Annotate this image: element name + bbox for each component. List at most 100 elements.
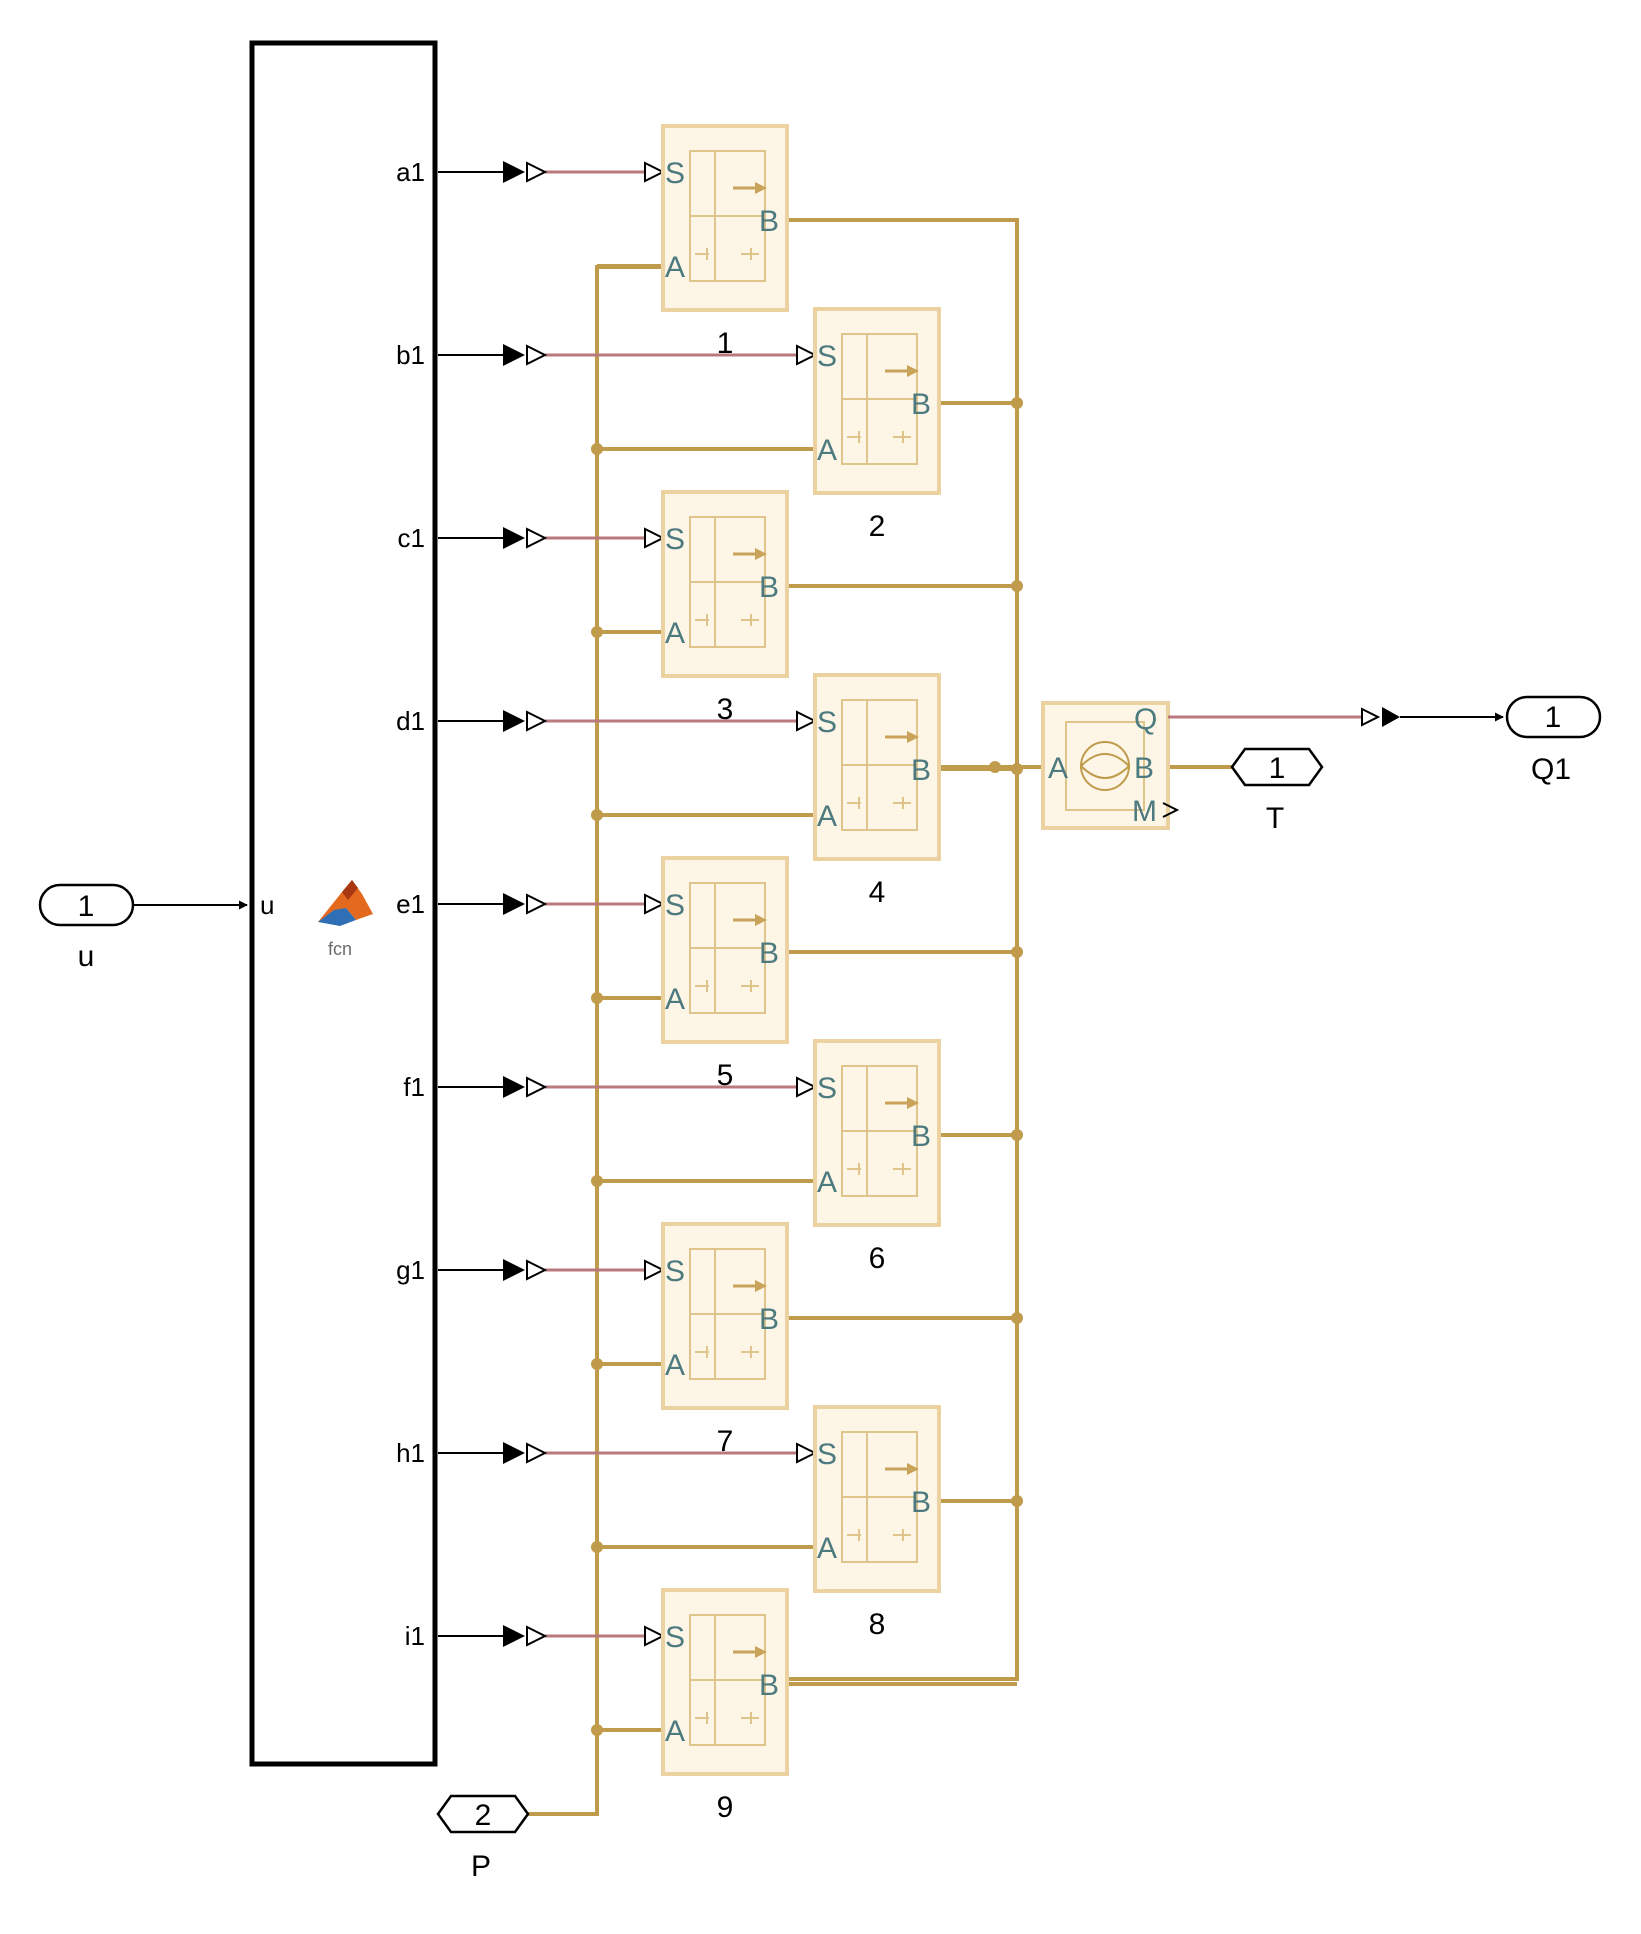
valve-4[interactable]: S A B 4 [813,673,941,909]
valve-port-b: B [759,571,779,604]
connection-port-p[interactable]: 2 P [436,1794,530,1883]
blocked-port-icon [695,248,759,260]
junction-dot [1011,763,1023,775]
conn-t-name: T [1266,802,1284,835]
junction-dots [591,397,1023,1736]
signal-input-arrow-icon [644,161,666,183]
flow-arrow-head-icon [907,365,919,377]
valve-label: 8 [869,1608,886,1641]
valve-label: 7 [717,1425,734,1458]
blocked-port-icon [847,797,911,809]
ps-s-converter-output-icon [1382,707,1400,727]
inport-u[interactable]: 1 u [38,883,135,973]
valve-port-a: A [817,1166,837,1199]
valve-body [813,1039,941,1227]
sensor-port-m: M [1132,795,1157,828]
arrowhead-icon [503,710,525,732]
valve-port-a: A [665,251,685,284]
sensor-port-a: A [1048,752,1068,785]
outport-q1-name: Q1 [1531,753,1571,786]
outport-q1[interactable]: 1 Q1 [1505,695,1602,786]
valve-body [661,124,789,312]
flow-arrow-head-icon [907,731,919,743]
connection-port-t[interactable]: 1 T [1230,747,1324,835]
valve-label: 4 [869,876,886,909]
valve-port-b: B [911,388,931,421]
arrowhead-icon [503,1442,525,1464]
fcn-output-label: g1 [396,1255,425,1285]
valve-label: 3 [717,693,734,726]
valve-body [661,1222,789,1410]
matlab-function-block[interactable]: u fcn [249,40,438,1767]
valve-port-s: S [817,340,837,373]
valve-port-s: S [817,1438,837,1471]
fcn-output-label: d1 [396,706,425,736]
valve-port-b: B [759,1669,779,1702]
sensor-port-b: B [1134,752,1154,785]
valve-port-s: S [665,889,685,922]
fcn-output-label: c1 [398,523,425,553]
valve-label: 1 [717,327,734,360]
s-ps-converter-icon [526,344,548,366]
blocked-port-icon [695,1346,759,1358]
valve-label: 6 [869,1242,886,1275]
junction-dot [1011,1495,1023,1507]
sensor-m-port-arrow [1162,802,1180,818]
valve-body [661,856,789,1044]
signal-lines [545,161,818,1647]
arrowhead-icon [503,344,525,366]
blocked-port-icon [847,1163,911,1175]
sensor-port-q: Q [1134,703,1157,736]
fcn-output-label: e1 [396,889,425,919]
arrowhead-icon [503,1259,525,1281]
arrowhead-icon [503,893,525,915]
valve-body [661,1588,789,1776]
junction-dot [591,1724,603,1736]
signal-input-arrow-icon [796,1076,818,1098]
fcn-output-label: a1 [396,157,425,187]
flow-sensor[interactable]: A Q B M [1041,701,1180,830]
signal-input-arrow-icon [644,893,666,915]
flow-arrow-head-icon [755,914,767,926]
flow-arrow-head-icon [755,182,767,194]
valve-body [813,307,941,495]
s-ps-converter-icon [526,710,548,732]
valve-port-b: B [759,937,779,970]
fcn-output-label: h1 [396,1438,425,1468]
junction-dot [591,1175,603,1187]
signal-input-arrow-icon [796,344,818,366]
fcn-output-label: b1 [396,340,425,370]
inport-u-number: 1 [78,890,95,923]
valve-body [661,490,789,678]
valve-label: 9 [717,1791,734,1824]
arrowhead-icon [503,527,525,549]
valve-port-a: A [665,1349,685,1382]
valve-port-s: S [817,706,837,739]
valve-port-s: S [665,157,685,190]
valve-body [813,673,941,861]
blocked-port-icon [847,1529,911,1541]
flow-arrow-head-icon [755,548,767,560]
valve-port-a: A [817,800,837,833]
blocked-port-icon [695,980,759,992]
junction-dot [1011,946,1023,958]
inport-u-name: u [78,940,95,973]
valve-port-a: A [665,983,685,1016]
valve-port-b: B [911,754,931,787]
s-ps-converter-icon [526,1625,548,1647]
blocked-port-icon [847,431,911,443]
s-ps-converter-icon [526,527,548,549]
valve-port-b: B [759,1303,779,1336]
s-ps-converter-icon [526,893,548,915]
junction-dot [591,1358,603,1370]
junction-dot [989,761,1001,773]
